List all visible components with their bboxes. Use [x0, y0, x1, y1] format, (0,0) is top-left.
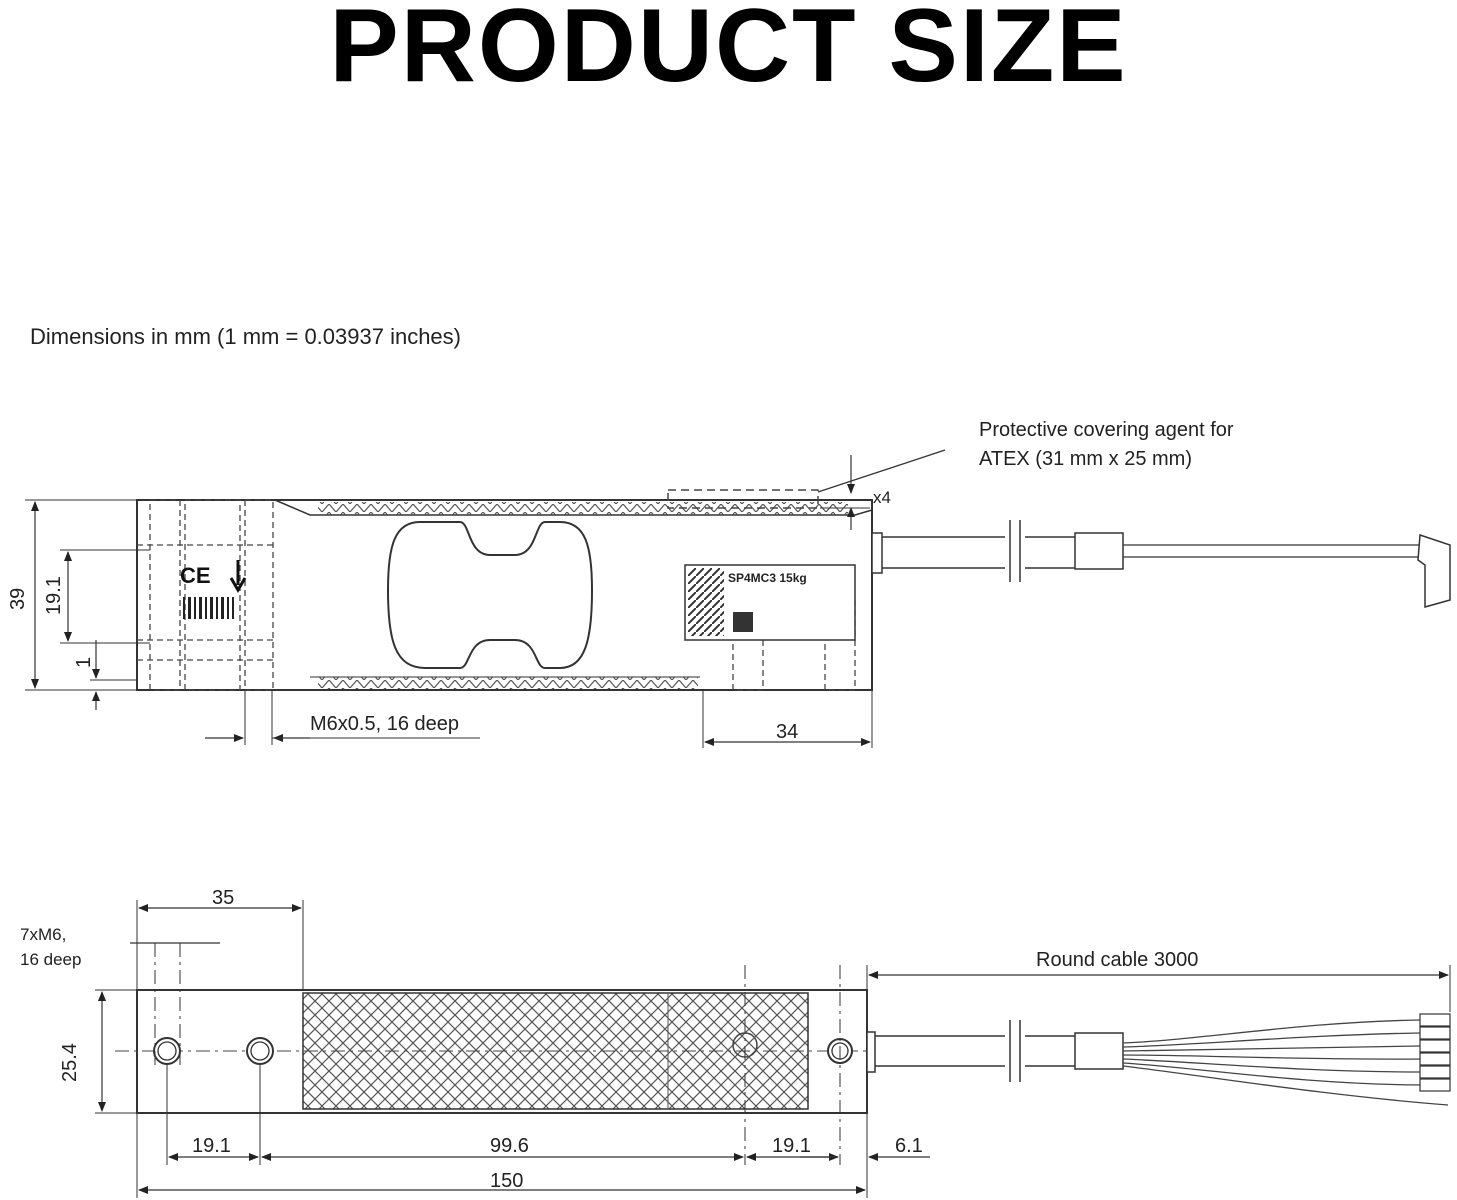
annotation-protective-line2: ATEX (31 mm x 25 mm) — [979, 448, 1192, 470]
dim-1: 1 — [73, 657, 95, 668]
top-view: 35 7xM6, 16 deep 25.4 Round cable 3000 1… — [20, 887, 1451, 1198]
holes-spec-line1: 7xM6, — [20, 925, 66, 944]
side-view: CE SP4MC3 15kg — [7, 419, 1451, 748]
cable-connector-side — [1417, 533, 1451, 608]
binocular-cutout — [386, 521, 594, 669]
wire-terminals — [1419, 1013, 1451, 1092]
dim-thread: M6x0.5, 16 deep — [310, 713, 459, 735]
label-model-text: SP4MC3 15kg — [728, 571, 807, 585]
dim-25-4: 25.4 — [59, 1043, 81, 1082]
holes-spec-line2: 16 deep — [20, 950, 81, 969]
units-note: Dimensions in mm (1 mm = 0.03937 inches) — [30, 324, 461, 349]
dim-39: 39 — [7, 588, 29, 610]
dim-19-1-left: 19.1 — [192, 1135, 231, 1157]
dim-34: 34 — [776, 721, 798, 743]
dim-150: 150 — [490, 1170, 523, 1192]
dim-x4: x4 — [873, 488, 891, 507]
ce-mark: CE — [180, 563, 211, 588]
dim-99-6: 99.6 — [490, 1135, 529, 1157]
mounting-block-left — [137, 499, 275, 691]
protective-covering-outline — [667, 489, 819, 509]
annotation-protective-line1: Protective covering agent for — [979, 419, 1234, 441]
dim-19-1-side: 19.1 — [43, 576, 65, 615]
dim-6-1: 6.1 — [895, 1135, 923, 1157]
cable-sleeve-side — [1074, 532, 1124, 570]
cable-sleeve-top — [1074, 1032, 1124, 1070]
mounting-hole-1 — [153, 1037, 181, 1065]
dim-35: 35 — [212, 887, 234, 909]
barcode — [183, 597, 234, 619]
mounting-hole-2 — [246, 1037, 274, 1065]
cable-wires — [1122, 1019, 1449, 1106]
product-label: SP4MC3 15kg — [684, 564, 856, 641]
dim-round-cable: Round cable 3000 — [1036, 949, 1198, 971]
page-title: PRODUCT SIZE — [329, 0, 1128, 104]
dim-19-1-right: 19.1 — [772, 1135, 811, 1157]
